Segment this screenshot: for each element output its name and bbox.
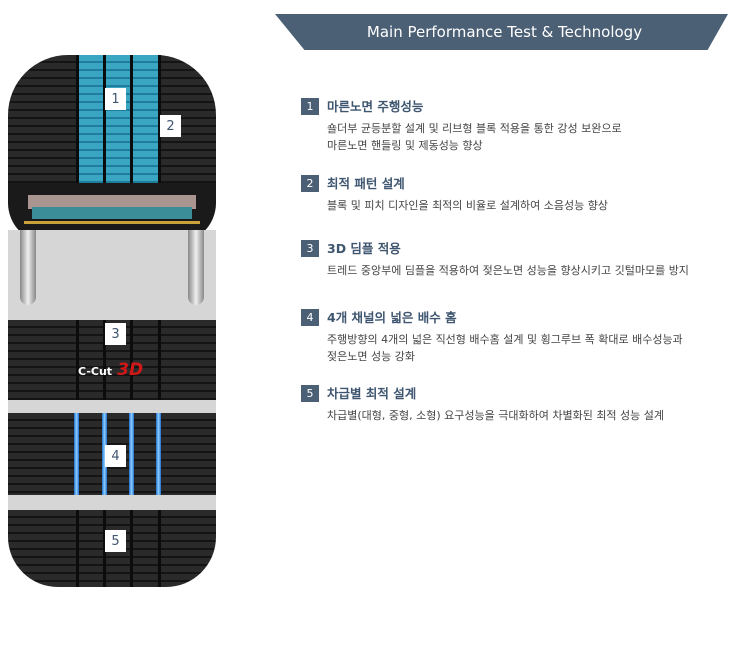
tire-label-3: 3 [105,323,126,345]
bead-left [20,230,36,305]
tire-label-1: 1 [105,88,126,110]
feature-number: 3 [301,240,319,257]
tire-section-3: 3 C-Cut 3D [8,320,216,400]
tire-illustration: 1 2 3 C-Cut 3D 4 5 [8,55,216,587]
feature-desc: 주행방향의 4개의 넓은 직선형 배수홈 설계 및 횡그루브 폭 확대로 배수성… [327,333,683,363]
tire-section-4: 4 [8,413,216,495]
feature-desc: 블록 및 피치 디자인을 최적의 비율로 설계하여 소음성능 향상 [327,199,608,212]
feature-number: 1 [301,98,319,115]
feature-number: 4 [301,309,319,326]
center-rib-highlight [78,55,158,185]
feature-title: 최적 패턴 설계 [327,176,405,191]
feature-desc: 트레드 중앙부에 딤플을 적용하여 젖은노면 성능을 향상시키고 깃털마모를 방… [327,264,689,277]
feature-title: 마른노면 주행성능 [327,99,424,114]
tire-divider [8,400,216,413]
c-cut-3d-badge: C-Cut 3D [78,360,144,380]
tire-label-5: 5 [105,530,126,552]
feature-title: 차급별 최적 설계 [327,386,417,401]
feature-desc: 차급별(대형, 중형, 소형) 요구성능을 극대화하여 차별화된 최적 성능 설… [327,409,665,422]
tire-inner-faded [8,230,216,320]
tire-section-5: 5 [8,510,216,587]
tire-divider [8,495,216,510]
tire-top-tread: 1 2 [8,55,216,185]
feature-number: 2 [301,175,319,192]
feature-title: 4개 채널의 넓은 배수 홈 [327,310,457,325]
feature-title: 3D 딤플 적용 [327,241,401,256]
feature-number: 5 [301,385,319,402]
bead-right [188,230,204,305]
tire-label-2: 2 [160,115,181,137]
tire-label-4: 4 [105,445,126,467]
section-title-banner: Main Performance Test & Technology [275,14,728,50]
section-title: Main Performance Test & Technology [366,23,643,41]
